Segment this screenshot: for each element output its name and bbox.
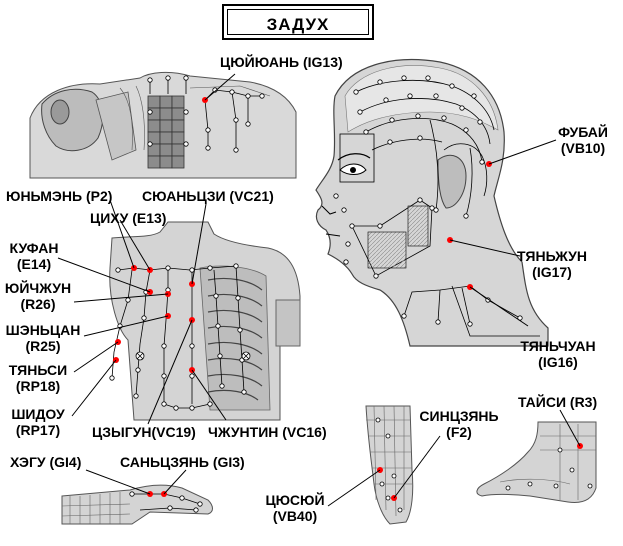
label-vb40-code: (VB40) xyxy=(272,508,318,524)
label-rp18: ТЯНЬСИ (RP18) xyxy=(0,362,76,394)
label-r26-name: ЮЙЧЖУН xyxy=(4,280,72,296)
label-r25-name: ШЭНЬЦАН xyxy=(5,322,81,338)
label-ig17: ТЯНЬЖУН (IG17) xyxy=(512,248,592,280)
label-e14-name: КУФАН xyxy=(9,240,59,256)
label-f2-code: (F2) xyxy=(446,424,472,440)
label-vb40-name: ЦЮСЮЙ xyxy=(265,492,325,508)
label-rp17-name: ШИДОУ xyxy=(11,406,65,422)
label-vc16: ЧЖУНТИН (VC16) xyxy=(208,424,327,440)
label-f2-name: СИНЦЗЯНЬ xyxy=(419,408,499,424)
head-profile-figure xyxy=(315,59,557,347)
label-vc19: ЦЗЫГУН(VC19) xyxy=(92,424,196,440)
label-vc21: СЮАНЬЦЗИ (VC21) xyxy=(142,188,274,204)
label-ig16: ТЯНЬЧУАН (IG16) xyxy=(508,338,608,370)
label-gi3: САНЬЦЗЯНЬ (GI3) xyxy=(120,454,245,470)
lower-leg-figure xyxy=(327,405,441,525)
label-r25-code: (R25) xyxy=(25,338,61,354)
label-gi4: ХЭГУ (GI4) xyxy=(10,454,82,470)
label-ig17-name: ТЯНЬЖУН xyxy=(517,248,587,264)
label-e14: КУФАН (E14) xyxy=(4,240,64,272)
label-vb10: ФУБАЙ (VB10) xyxy=(548,124,618,156)
label-r26-code: (R26) xyxy=(20,296,56,312)
label-vb10-name: ФУБАЙ xyxy=(558,124,608,140)
label-rp17-code: (RP17) xyxy=(15,422,61,438)
hand-figure xyxy=(61,469,213,525)
label-ig17-code: (IG17) xyxy=(532,264,572,280)
foot-figure xyxy=(476,409,597,503)
label-e13: ЦИХУ (E13) xyxy=(90,210,167,226)
label-rp17: ШИДОУ (RP17) xyxy=(0,406,76,438)
label-p2: ЮНЬМЭНЬ (P2) xyxy=(6,188,113,204)
label-f2: СИНЦЗЯНЬ (F2) xyxy=(416,408,502,440)
label-r25: ШЭНЬЦАН (R25) xyxy=(0,322,86,354)
label-rp18-code: (RP18) xyxy=(15,378,61,394)
label-r3: ТАЙСИ (R3) xyxy=(518,394,598,410)
label-vb10-code: (VB10) xyxy=(560,140,606,156)
label-ig16-code: (IG16) xyxy=(538,354,578,370)
label-ig16-name: ТЯНЬЧУАН xyxy=(520,338,596,354)
back-shoulder-figure xyxy=(29,71,297,179)
label-vb40: ЦЮСЮЙ (VB40) xyxy=(260,492,330,524)
chest-torso-figure xyxy=(57,199,301,425)
diagram-title: ЗАДУХ xyxy=(266,15,330,34)
label-r26: ЮЙЧЖУН (R26) xyxy=(0,280,76,312)
label-ig13: ЦЮЙЮАНЬ (IG13) xyxy=(220,54,343,70)
label-e14-code: (E14) xyxy=(16,256,52,272)
title-frame: ЗАДУХ xyxy=(222,4,374,40)
label-rp18-name: ТЯНЬСИ xyxy=(8,362,68,378)
